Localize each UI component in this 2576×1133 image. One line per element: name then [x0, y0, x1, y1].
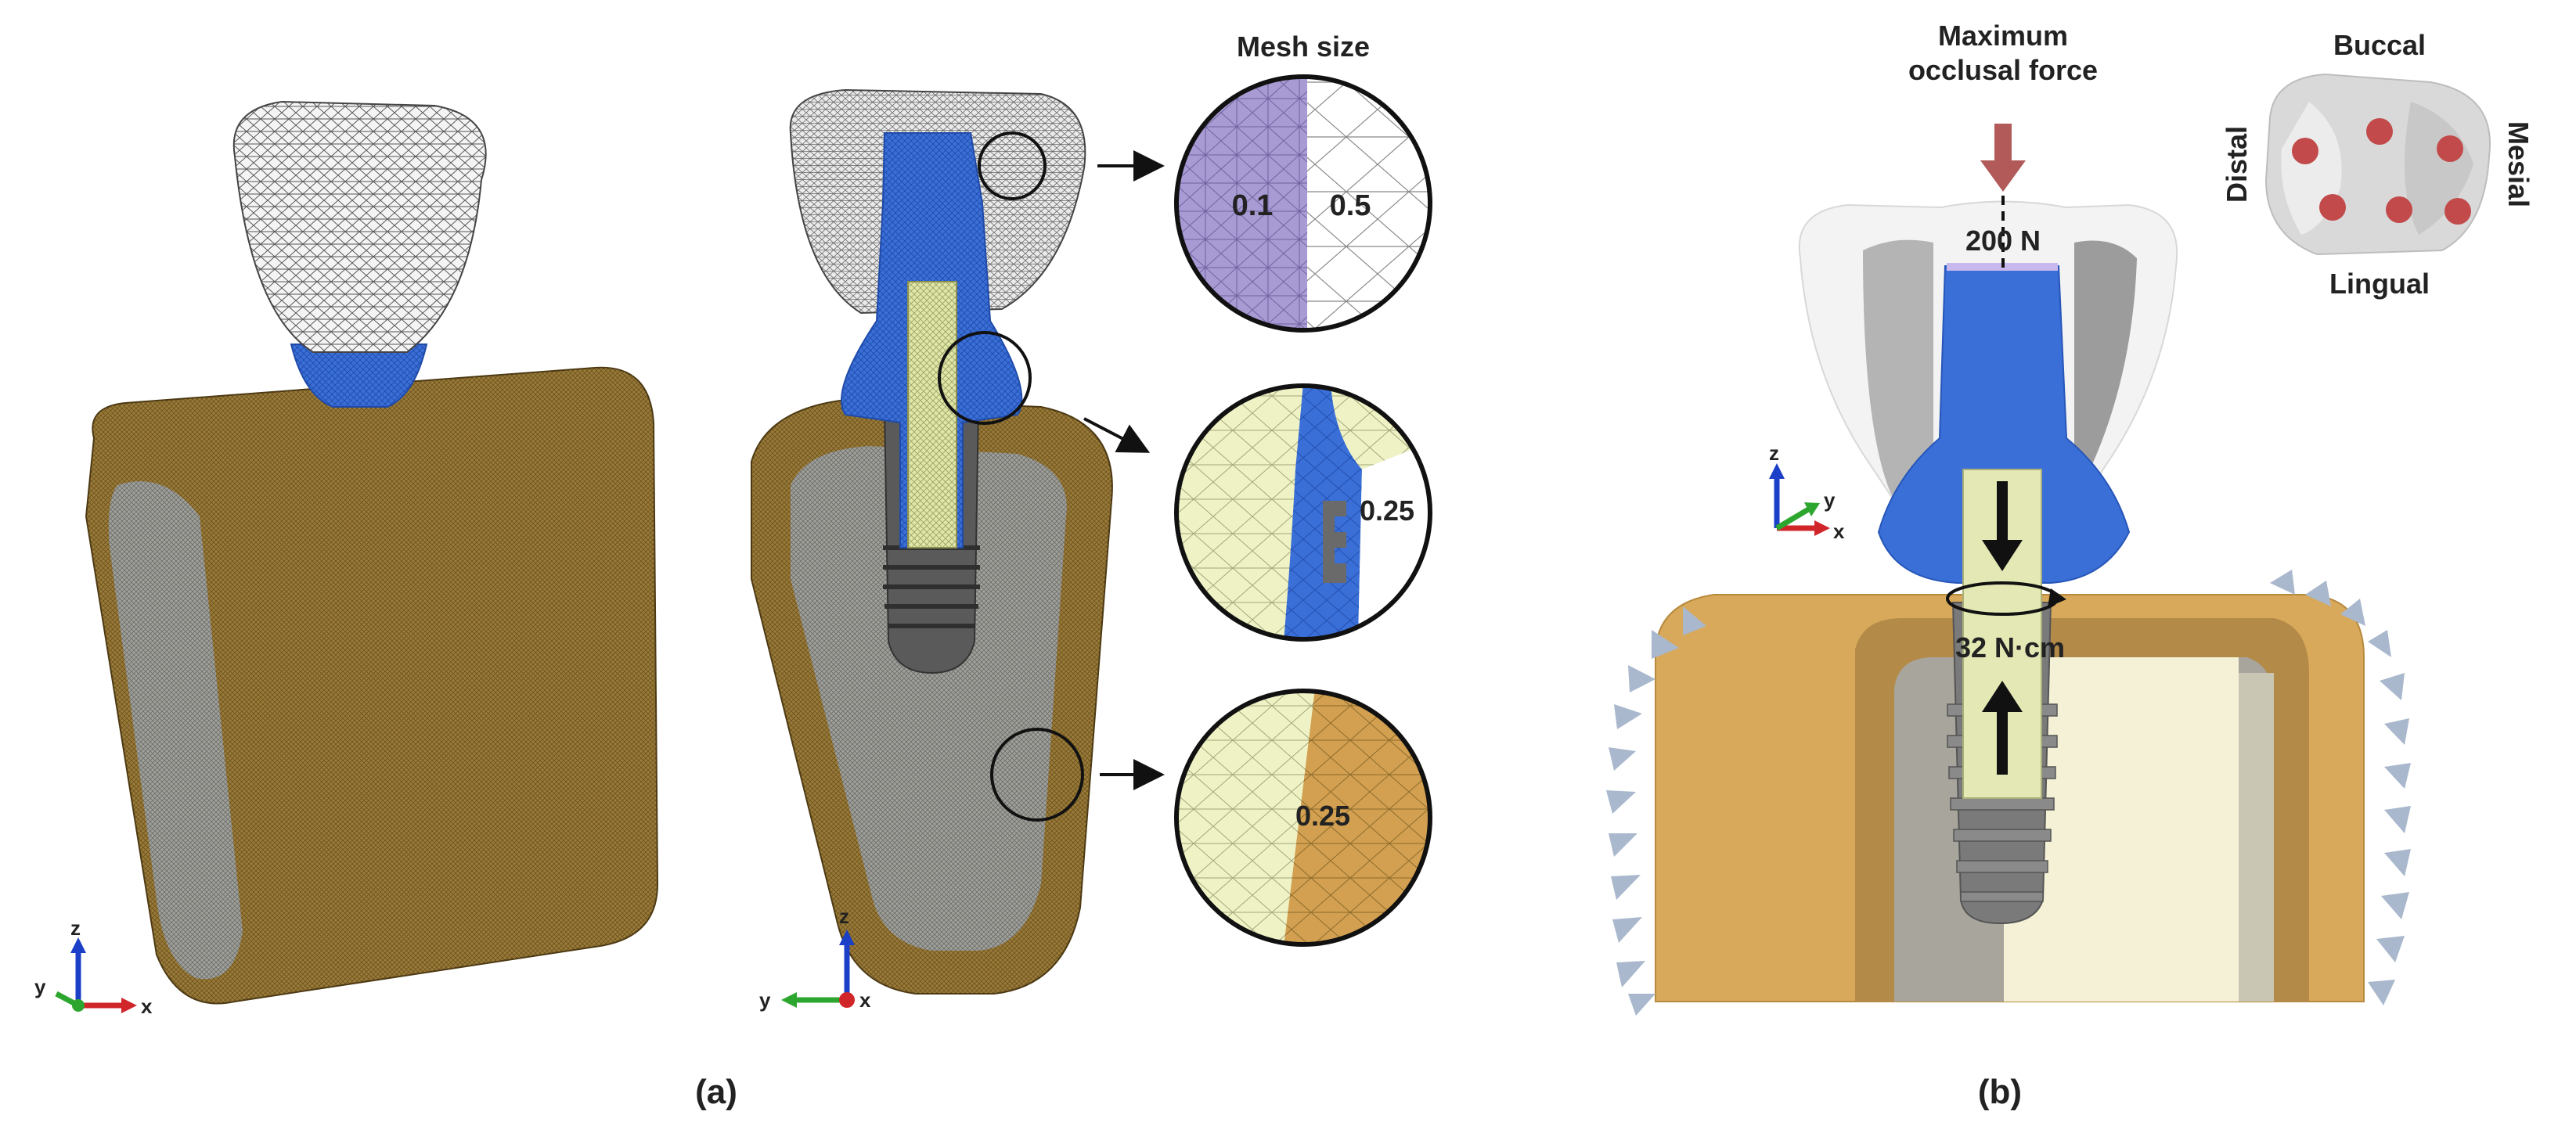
zoom-circle-abutment: 0.25	[1174, 383, 1432, 642]
torque-value-label: 32 N·cm	[1955, 631, 2065, 664]
occlusal-view-inset: Buccal Lingual Distal Mesial	[2221, 29, 2535, 300]
occlusal-shading-right	[2405, 102, 2473, 235]
panel-a-full-model: z y x	[34, 100, 659, 1018]
callout-arrow-middle	[1083, 417, 1151, 453]
zoom-top-left-value: 0.1	[1232, 189, 1274, 222]
section-screw-mesh	[907, 281, 957, 549]
section-axis-y-label: y	[759, 988, 771, 1012]
direction-buccal: Buccal	[2333, 29, 2426, 61]
zoom-top-right-value: 0.5	[1330, 189, 1371, 222]
abutment	[1877, 265, 2131, 584]
panel-label-a: (a)	[695, 1073, 737, 1111]
force-arrow-shaft	[1994, 124, 2012, 164]
callout-circle-crown	[978, 131, 1047, 200]
direction-lingual: Lingual	[2329, 268, 2430, 300]
cancellous-side-mesh	[108, 481, 243, 980]
boundary-supports-right	[2270, 570, 2411, 1005]
panel-a-section-model: z y x	[751, 88, 1165, 1012]
axis-x-label: x	[141, 995, 153, 1018]
zoom-circle-bone: 0.25	[1174, 689, 1432, 947]
crown-mesh	[232, 100, 487, 353]
abutment-collar-mesh	[290, 343, 428, 408]
axis-z-label: z	[70, 916, 81, 940]
preload-arrow-down-head	[1982, 540, 2023, 571]
callout-circle-bone	[990, 728, 1084, 822]
axis-triad-left: z y x	[34, 916, 153, 1018]
panel-b-loading-model: z y x	[1606, 124, 2411, 1016]
boundary-supports-left	[1606, 606, 1706, 1016]
axis-triad-section: z y x	[759, 905, 871, 1012]
crown-shadow-right	[2074, 240, 2137, 485]
torque-arrow-head	[2048, 588, 2066, 607]
force-arrow-head	[1980, 160, 2026, 192]
force-title-line2: occlusal force	[1908, 54, 2098, 86]
direction-mesial: Mesial	[2502, 121, 2535, 207]
axis-y-label: y	[34, 975, 46, 998]
direction-distal: Distal	[2221, 126, 2253, 203]
zoom-circle-crown: 0.1 0.5	[1174, 74, 1432, 333]
panel-label-b: (b)	[1978, 1073, 2022, 1111]
force-title-line1: Maximum	[1938, 20, 2068, 52]
bone-cancellous-light-edge	[2239, 673, 2274, 1002]
b-axis-z-label: z	[1769, 441, 1779, 465]
b-axis-x-label: x	[1833, 520, 1845, 543]
crown-shadow	[1863, 239, 1933, 501]
force-value-label: 200 N	[1965, 225, 2041, 257]
zoom-bottom-value: 0.25	[1295, 800, 1350, 832]
zoom-middle-value: 0.25	[1360, 495, 1414, 527]
b-axis-y-label: y	[1824, 488, 1836, 512]
section-axis-z-label: z	[839, 905, 849, 928]
load-points	[2292, 118, 2471, 225]
section-bone-cancellous-mesh	[791, 446, 1067, 951]
mesh-size-title: Mesh size	[1237, 31, 1370, 63]
axis-triad-b: z y x	[1769, 441, 1845, 543]
preload-arrow-up-head	[1982, 681, 2023, 712]
section-axis-x-label: x	[859, 988, 871, 1012]
callout-circle-abutment	[938, 331, 1032, 425]
